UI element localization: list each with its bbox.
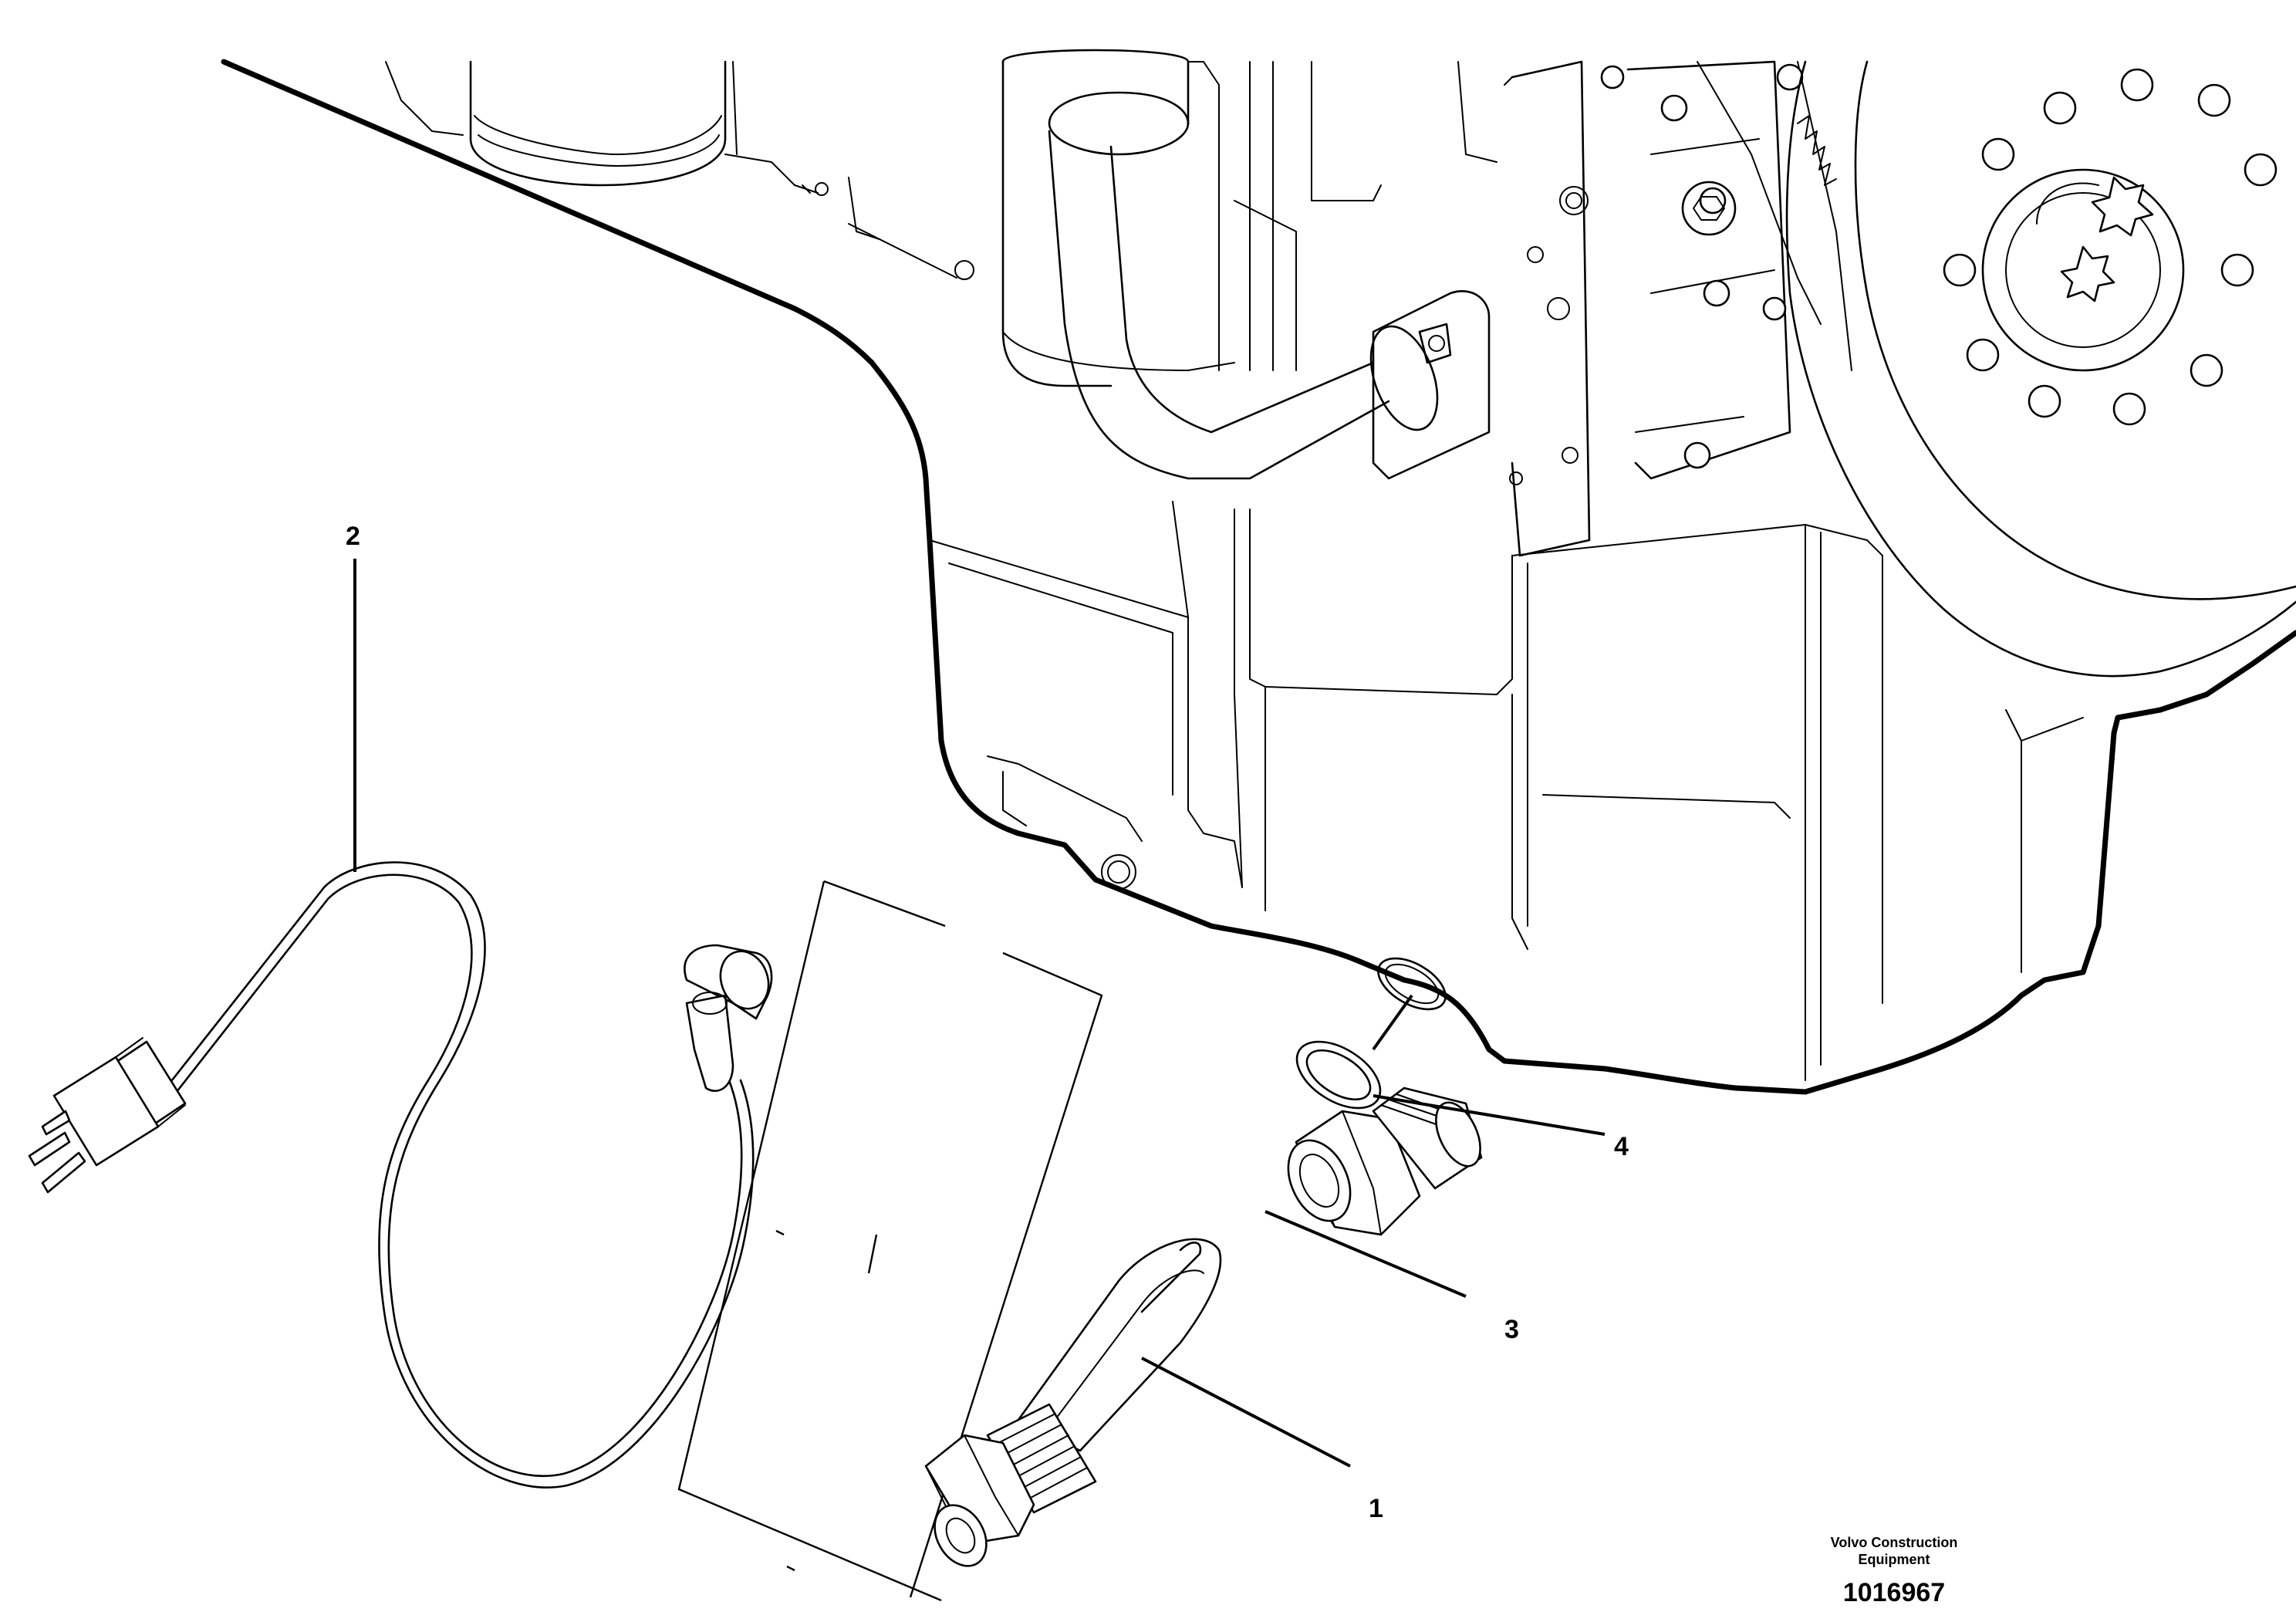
callout-2: 2 — [346, 522, 360, 551]
flywheel-bolts — [1943, 68, 2277, 426]
heater-element-part — [924, 1238, 1222, 1567]
seal-ring-part — [1295, 1040, 1382, 1110]
callout-1: 1 — [1369, 1494, 1383, 1523]
bolt-group — [1600, 63, 1804, 469]
assembly-phantom-box — [677, 880, 1103, 1602]
callout-4: 4 — [1614, 1132, 1629, 1161]
adapter-part — [1287, 1086, 1483, 1236]
callout-3: 3 — [1504, 1315, 1519, 1344]
power-cord-part — [28, 861, 773, 1489]
drawing-number: 1016967 — [1843, 1578, 1945, 1607]
brand-line-1: Volvo Construction — [1831, 1535, 1958, 1550]
leader-lines — [353, 559, 1606, 1468]
brand-line-2: Equipment — [1859, 1552, 1930, 1567]
engine-oil-sump — [221, 49, 2296, 1095]
title-block: Volvo Construction Equipment 1016967 — [1831, 1535, 1958, 1607]
